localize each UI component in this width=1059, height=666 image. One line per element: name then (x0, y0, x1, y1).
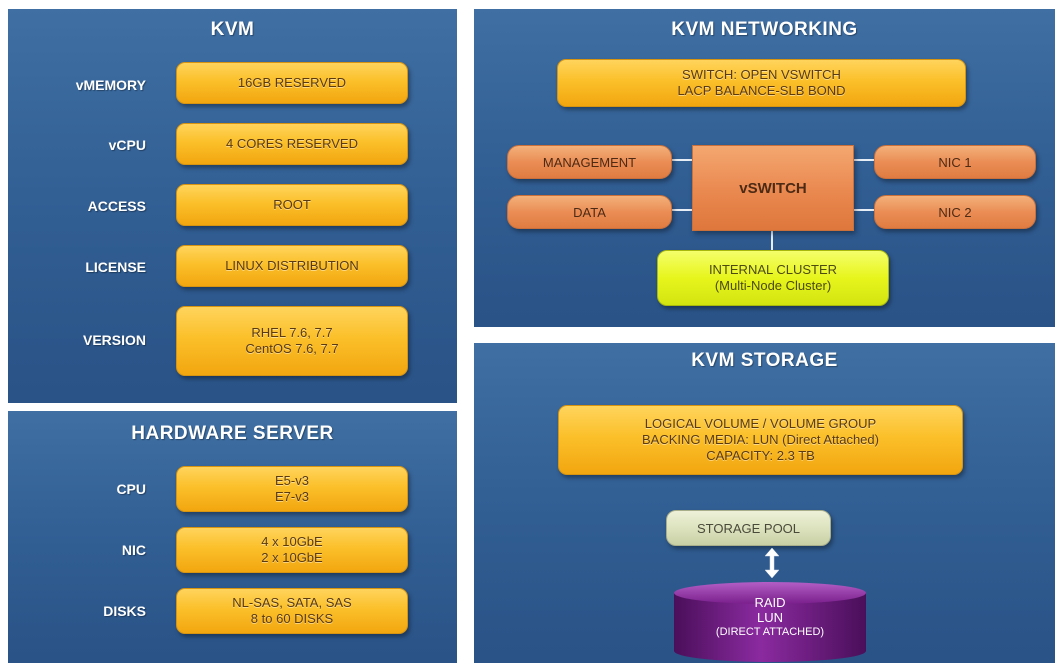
kvm-label-license: LICENSE (85, 259, 146, 275)
kvm-label-vmemory: vMEMORY (75, 77, 146, 93)
kvm-panel: KVM vMEMORY 16GB RESERVED vCPU 4 CORES R… (8, 9, 457, 403)
kvm-value-license-line: LINUX DISTRIBUTION (225, 258, 359, 273)
raid-label-line-1: RAID (754, 595, 786, 610)
kvm-value-version-line-2: CentOS 7.6, 7.7 (245, 341, 339, 356)
storage-volume-line-1: LOGICAL VOLUME / VOLUME GROUP (644, 416, 877, 431)
networking-panel-title: KVM NETWORKING (671, 19, 858, 40)
networking-switch-line-1: SWITCH: OPEN VSWITCH (682, 67, 841, 82)
hardware-value-disks-line-1: NL-SAS, SATA, SAS (232, 595, 352, 610)
hardware-value-disks-line-2: 8 to 60 DISKS (250, 611, 334, 626)
kvm-value-vmemory-line: 16GB RESERVED (237, 75, 347, 90)
kvm-value-version: RHEL 7.6, 7.7 CentOS 7.6, 7.7 (176, 306, 408, 376)
nic1-box: NIC 1 (874, 145, 1036, 179)
storage-volume-line-2: BACKING MEDIA: LUN (Direct Attached) (642, 432, 879, 447)
management-box: MANAGEMENT (507, 145, 672, 179)
storage-panel: KVM STORAGE LOGICAL VOLUME / VOLUME GROU… (474, 343, 1055, 663)
hardware-panel-title: HARDWARE SERVER (131, 423, 334, 444)
networking-panel: KVM NETWORKING SWITCH: OPEN VSWITCH LACP… (474, 9, 1055, 327)
raid-label-line-2: LUN (756, 610, 783, 625)
hardware-value-cpu: E5-v3 E7-v3 (176, 466, 408, 512)
hardware-label-disks: DISKS (103, 603, 146, 619)
hardware-label-cpu: CPU (116, 481, 146, 497)
bidirectional-arrow-icon (764, 547, 780, 579)
management-connector (672, 159, 692, 161)
storage-panel-title: KVM STORAGE (691, 350, 838, 371)
hardware-label-nic: NIC (121, 542, 146, 558)
hardware-value-disks: NL-SAS, SATA, SAS 8 to 60 DISKS (176, 588, 408, 634)
nic2-connector (854, 209, 874, 211)
data-connector (672, 209, 692, 211)
kvm-value-vcpu: 4 CORES RESERVED (176, 123, 408, 165)
raid-label: RAID LUN (DIRECT ATTACHED) (670, 595, 870, 640)
hardware-value-nic-line-1: 4 x 10GbE (261, 534, 323, 549)
nic1-connector (854, 159, 874, 161)
internal-cluster-line-2: (Multi-Node Cluster) (714, 278, 832, 293)
kvm-label-vcpu: vCPU (108, 137, 146, 153)
cluster-connector (771, 230, 773, 250)
kvm-value-vcpu-line: 4 CORES RESERVED (226, 136, 358, 151)
storage-volume-box: LOGICAL VOLUME / VOLUME GROUP BACKING ME… (558, 405, 963, 475)
raid-label-line-3: (DIRECT ATTACHED) (715, 626, 825, 638)
hardware-panel: HARDWARE SERVER CPU E5-v3 E7-v3 NIC 4 x … (8, 411, 457, 663)
kvm-label-access: ACCESS (87, 198, 146, 214)
kvm-value-access-line: ROOT (273, 197, 311, 212)
networking-switch-line-2: LACP BALANCE-SLB BOND (677, 83, 846, 98)
internal-cluster-line-1: INTERNAL CLUSTER (708, 262, 838, 277)
kvm-value-license: LINUX DISTRIBUTION (176, 245, 408, 287)
data-box: DATA (507, 195, 672, 229)
kvm-label-version: VERSION (82, 332, 146, 348)
raid-cylinder-icon (674, 582, 866, 662)
kvm-value-version-line-1: RHEL 7.6, 7.7 (251, 325, 333, 340)
networking-switch-box: SWITCH: OPEN VSWITCH LACP BALANCE-SLB BO… (557, 59, 966, 107)
kvm-panel-title: KVM (210, 19, 255, 40)
storage-volume-line-3: CAPACITY: 2.3 TB (706, 448, 815, 463)
vswitch-box: vSWITCH (692, 145, 854, 231)
hardware-value-cpu-line-1: E5-v3 (275, 473, 309, 488)
kvm-value-access: ROOT (176, 184, 408, 226)
hardware-value-nic: 4 x 10GbE 2 x 10GbE (176, 527, 408, 573)
kvm-value-vmemory: 16GB RESERVED (176, 62, 408, 104)
storage-pool-box: STORAGE POOL (666, 510, 831, 546)
hardware-value-cpu-line-2: E7-v3 (275, 489, 309, 504)
internal-cluster-box: INTERNAL CLUSTER (Multi-Node Cluster) (657, 250, 889, 306)
nic2-box: NIC 2 (874, 195, 1036, 229)
hardware-value-nic-line-2: 2 x 10GbE (261, 550, 323, 565)
